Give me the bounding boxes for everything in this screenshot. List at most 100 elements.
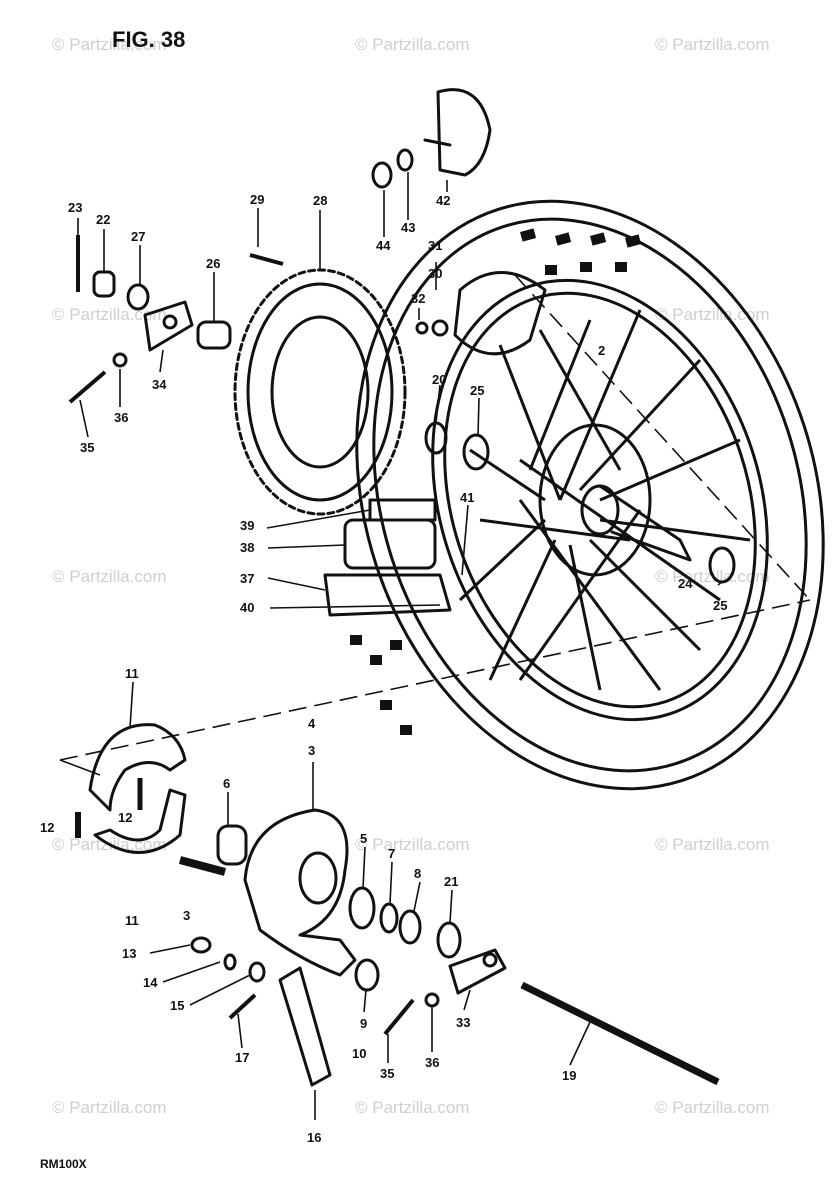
callout-5: 5 bbox=[360, 831, 367, 846]
callout-2: 2 bbox=[598, 343, 605, 358]
callout-16: 16 bbox=[307, 1130, 321, 1145]
callout-10: 10 bbox=[352, 1046, 366, 1061]
callout-25: 25 bbox=[713, 598, 727, 613]
part-7-washer bbox=[379, 902, 399, 934]
part-11-brake-shoe-lower bbox=[93, 788, 187, 854]
callout-8: 8 bbox=[414, 866, 421, 881]
part-9-spacer bbox=[354, 958, 380, 992]
part-22-nut bbox=[92, 270, 116, 298]
callout-12: 12 bbox=[40, 820, 54, 835]
part-35-bolt bbox=[68, 370, 107, 404]
callout-26: 26 bbox=[206, 256, 220, 271]
callout-15: 15 bbox=[170, 998, 184, 1013]
callout-29: 29 bbox=[250, 192, 264, 207]
part-15-clip bbox=[190, 936, 212, 954]
callout-22: 22 bbox=[96, 212, 110, 227]
callout-11: 11 bbox=[125, 913, 139, 928]
part-25-bearing bbox=[462, 433, 490, 471]
callout-20: 20 bbox=[432, 372, 446, 387]
watermark: © Partzilla.com bbox=[655, 35, 770, 54]
part-6-cam-bushing bbox=[216, 824, 248, 866]
part-27-washer bbox=[126, 283, 150, 311]
callout-40: 40 bbox=[240, 600, 254, 615]
part-36-nut bbox=[112, 352, 128, 368]
callout-12: 12 bbox=[118, 810, 132, 825]
rear-tire bbox=[350, 199, 825, 791]
part-26-spacer bbox=[196, 320, 232, 350]
callout-14: 14 bbox=[143, 975, 158, 990]
callout-24: 24 bbox=[678, 576, 693, 591]
part-42-cover bbox=[423, 88, 492, 177]
watermark: © Partzilla.com bbox=[52, 35, 167, 54]
part-13-cam bbox=[178, 856, 227, 876]
part-36-nut bbox=[424, 992, 440, 1008]
part-37-hub bbox=[323, 573, 452, 617]
watermark: © Partzilla.com bbox=[655, 305, 770, 324]
callout-9: 9 bbox=[360, 1016, 367, 1031]
callout-36: 36 bbox=[114, 410, 128, 425]
part-32-washer bbox=[415, 321, 429, 335]
part-14-washer bbox=[223, 953, 237, 971]
callout-33: 33 bbox=[456, 1015, 470, 1030]
callout-23: 23 bbox=[68, 200, 82, 215]
part-16-torque-arm bbox=[278, 966, 332, 1087]
callout-37: 37 bbox=[240, 571, 254, 586]
callout-21: 21 bbox=[444, 874, 458, 889]
callout-3: 3 bbox=[308, 743, 315, 758]
figure-title: FIG. 38 bbox=[112, 27, 185, 52]
callout-28: 28 bbox=[313, 193, 327, 208]
callout-31: 31 bbox=[428, 238, 442, 253]
callout-41: 41 bbox=[460, 490, 474, 505]
part-33-adjuster bbox=[448, 948, 507, 995]
part-11-brake-shoe-upper bbox=[88, 723, 187, 812]
leader-lines bbox=[77, 172, 723, 1120]
watermark: © Partzilla.com bbox=[655, 835, 770, 854]
callout-17: 17 bbox=[235, 1050, 249, 1065]
part-21-spacer bbox=[436, 921, 462, 959]
callout-36: 36 bbox=[425, 1055, 439, 1070]
callout-43: 43 bbox=[401, 220, 415, 235]
part-5-seal bbox=[348, 886, 376, 930]
watermark: © Partzilla.com bbox=[52, 1098, 167, 1117]
part-20-spacer bbox=[424, 421, 448, 455]
part-8-spacer bbox=[398, 909, 422, 945]
callout-32: 32 bbox=[411, 291, 425, 306]
watermark: © Partzilla.com bbox=[355, 1098, 470, 1117]
part-38-bearing bbox=[343, 518, 437, 570]
spokes bbox=[458, 309, 751, 691]
callouts: 23 22 27 26 29 28 44 43 42 31 30 32 2 34… bbox=[40, 192, 727, 1145]
callout-13: 13 bbox=[122, 946, 136, 961]
callout-35: 35 bbox=[380, 1066, 394, 1081]
watermark: © Partzilla.com bbox=[655, 1098, 770, 1117]
part-30-nut bbox=[431, 319, 449, 337]
part-rim-band bbox=[453, 271, 547, 356]
callout-39: 39 bbox=[240, 518, 254, 533]
watermark: © Partzilla.com bbox=[52, 567, 167, 586]
callout-35: 35 bbox=[80, 440, 94, 455]
part-29-bolt bbox=[249, 253, 284, 266]
part-39-seal bbox=[368, 498, 437, 522]
part-44-nut bbox=[371, 161, 393, 189]
callout-7: 7 bbox=[388, 846, 395, 861]
watermark: © Partzilla.com bbox=[355, 35, 470, 54]
callout-38: 38 bbox=[240, 540, 254, 555]
callout-6: 6 bbox=[223, 776, 230, 791]
callout-19: 19 bbox=[562, 1068, 576, 1083]
part-12-spring bbox=[75, 778, 143, 838]
callout-4: 4 bbox=[308, 716, 316, 731]
rear-hub bbox=[538, 423, 692, 577]
part-35-bolt bbox=[383, 998, 415, 1036]
callout-34: 34 bbox=[152, 377, 167, 392]
part-3-brake-panel bbox=[243, 808, 357, 977]
callout-27: 27 bbox=[131, 229, 145, 244]
callout-42: 42 bbox=[436, 193, 450, 208]
part-43-washer bbox=[396, 148, 414, 172]
model-code: RM100X bbox=[40, 1157, 87, 1171]
callout-30: 30 bbox=[428, 266, 442, 281]
part-1f-washer bbox=[248, 961, 266, 983]
part-34-adjuster bbox=[143, 300, 194, 352]
callout-3: 3 bbox=[183, 908, 190, 923]
part-19-axle bbox=[520, 981, 720, 1086]
part-17-bolt bbox=[228, 993, 257, 1020]
